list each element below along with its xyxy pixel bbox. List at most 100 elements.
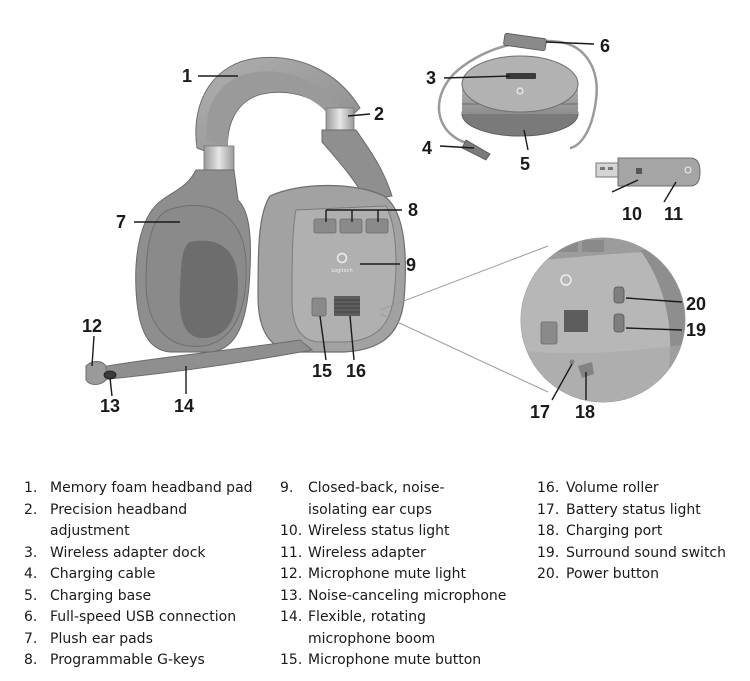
- callout-8: 8: [408, 200, 418, 220]
- microphone-boom: [95, 339, 314, 381]
- legend-number: 10.: [280, 523, 303, 539]
- base-top: [461, 55, 579, 113]
- callout-15: 15: [312, 361, 332, 381]
- legend-item: 13. Noise-canceling microphone: [280, 586, 525, 608]
- legend-item: 15.Microphone mute button: [280, 650, 525, 672]
- mic-mute-button: [311, 297, 327, 317]
- legend-text: Flexible, rotating microphone boom: [308, 609, 436, 647]
- wireless-status-light: [636, 168, 642, 174]
- legend-item: 1. Memory foam headband pad: [24, 478, 269, 500]
- legend-text: Surround sound switch: [566, 544, 727, 561]
- legend-number: 3.: [24, 544, 38, 561]
- adjustment-slider-left: [203, 145, 235, 171]
- legend-number: 11.: [280, 544, 303, 561]
- legend-text: Wireless adapter dock: [50, 544, 206, 561]
- leader-lines: [91, 41, 683, 401]
- callout-18: 18: [575, 402, 595, 422]
- legend-text: Noise-canceling microphone: [308, 587, 507, 604]
- zoom-mic-mute-button: [540, 321, 558, 345]
- legend-item: 9.Closed-back, noise-isolating ear cups: [280, 478, 525, 521]
- zoom-guide-bottom: [379, 313, 549, 393]
- adapter-usb-plug: [595, 162, 619, 178]
- legend-item: 7.Plush ear pads: [24, 629, 269, 651]
- g-key-3: [365, 218, 389, 234]
- adapter-body: [617, 157, 701, 187]
- legend-item: 18. Charging port: [537, 521, 747, 543]
- callout-13: 13: [100, 396, 120, 416]
- legend-text: Wireless status light: [308, 523, 450, 539]
- zoom-volume-roller: [564, 310, 588, 332]
- callout-1: 1: [182, 66, 192, 86]
- callout-numbers: 1 2 3 4 5 6 7 8 9 10 11 12 13 14 15 16 1…: [82, 36, 706, 422]
- legend-number: 8.: [24, 652, 38, 668]
- headband-pad: [206, 71, 340, 146]
- callout-19: 19: [686, 320, 706, 340]
- legend-item: 11.Wireless adapter: [280, 543, 525, 565]
- legend-item: 19. Surround sound switch: [537, 543, 747, 565]
- callout-14: 14: [174, 396, 194, 416]
- legend-item: 16. Volume roller: [537, 478, 747, 500]
- zoom-surround-switch: [613, 313, 625, 333]
- callout-16: 16: [346, 361, 366, 381]
- legend-number: 13.: [280, 587, 303, 604]
- legend-item: 17. Battery status light: [537, 500, 747, 522]
- zoom-power-button: [613, 286, 625, 304]
- legend-item: 5. Charging base: [24, 586, 269, 608]
- legend-number: 16.: [537, 480, 560, 496]
- callout-11: 11: [664, 204, 683, 224]
- adapter-dock-slot: [506, 73, 536, 79]
- legend-number: 1.: [24, 480, 38, 496]
- callout-2: 2: [374, 104, 384, 124]
- zoom-guide-top: [379, 245, 549, 311]
- dock-logo-icon: [516, 87, 524, 95]
- legend-number: 20.: [537, 566, 560, 582]
- legend-text: Full-speed USB connection: [50, 609, 237, 625]
- legend-text: Volume roller: [566, 480, 659, 496]
- legend-item: 8. Programmable G-keys: [24, 650, 269, 672]
- adapter-logo-icon: [684, 166, 692, 174]
- legend-number: 5.: [24, 587, 38, 604]
- legend-item: 3. Wireless adapter dock: [24, 543, 269, 565]
- callout-6: 6: [600, 36, 610, 56]
- legend-column-3: 16. Volume roller 17. Battery status light…: [537, 478, 747, 586]
- legend-number: 17.: [537, 501, 560, 518]
- legend-text: Programmable G-keys: [50, 652, 205, 668]
- callout-10: 10: [622, 204, 642, 224]
- charging-dock: [437, 32, 598, 161]
- microphone-mute-light: [103, 370, 117, 380]
- left-ear-pad-inner: [179, 240, 238, 339]
- usb-cable-end: [503, 32, 547, 52]
- g-key-1: [313, 218, 337, 234]
- legend-text: Charging port: [566, 523, 663, 539]
- callout-9: 9: [406, 255, 416, 275]
- legend-number: 15.: [280, 652, 303, 668]
- legend-text: Precision headband adjustment: [50, 501, 188, 540]
- legend-item: 14.Flexible, rotating microphone boom: [280, 607, 525, 650]
- legend-item: 6.Full-speed USB connection: [24, 607, 269, 629]
- volume-roller: [334, 296, 360, 316]
- legend-text: Battery status light: [566, 501, 701, 518]
- legend-text: Memory foam headband pad: [50, 480, 253, 496]
- logitech-logo-icon: [336, 252, 348, 264]
- legend-item: 12.Microphone mute light: [280, 564, 525, 586]
- legend-number: 2.: [24, 501, 38, 518]
- legend-item: 2. Precision headband adjustment: [24, 500, 269, 543]
- callout-7: 7: [116, 212, 126, 232]
- microphone-tip: [85, 361, 107, 385]
- callout-20: 20: [686, 294, 706, 314]
- legend-number: 7.: [24, 630, 38, 647]
- legend-text: Microphone mute light: [308, 566, 467, 582]
- zoom-detail: [379, 237, 686, 403]
- legend-text: Charging base: [50, 587, 152, 604]
- legend-number: 18.: [537, 523, 560, 539]
- callout-17: 17: [530, 402, 550, 422]
- legend-column-1: 1. Memory foam headband pad 2. Precision h…: [24, 478, 269, 672]
- cable-plug: [461, 139, 491, 161]
- headset: Logitech: [85, 56, 406, 385]
- legend-number: 19.: [537, 544, 560, 561]
- legend-column-2: 9.Closed-back, noise-isolating ear cups …: [280, 478, 525, 672]
- legend-item: 4.Charging cable: [24, 564, 269, 586]
- earcup-logo-text: Logitech: [331, 268, 352, 274]
- headset-diagram: Logitech: [82, 32, 706, 422]
- legend-text: Charging cable: [50, 566, 156, 582]
